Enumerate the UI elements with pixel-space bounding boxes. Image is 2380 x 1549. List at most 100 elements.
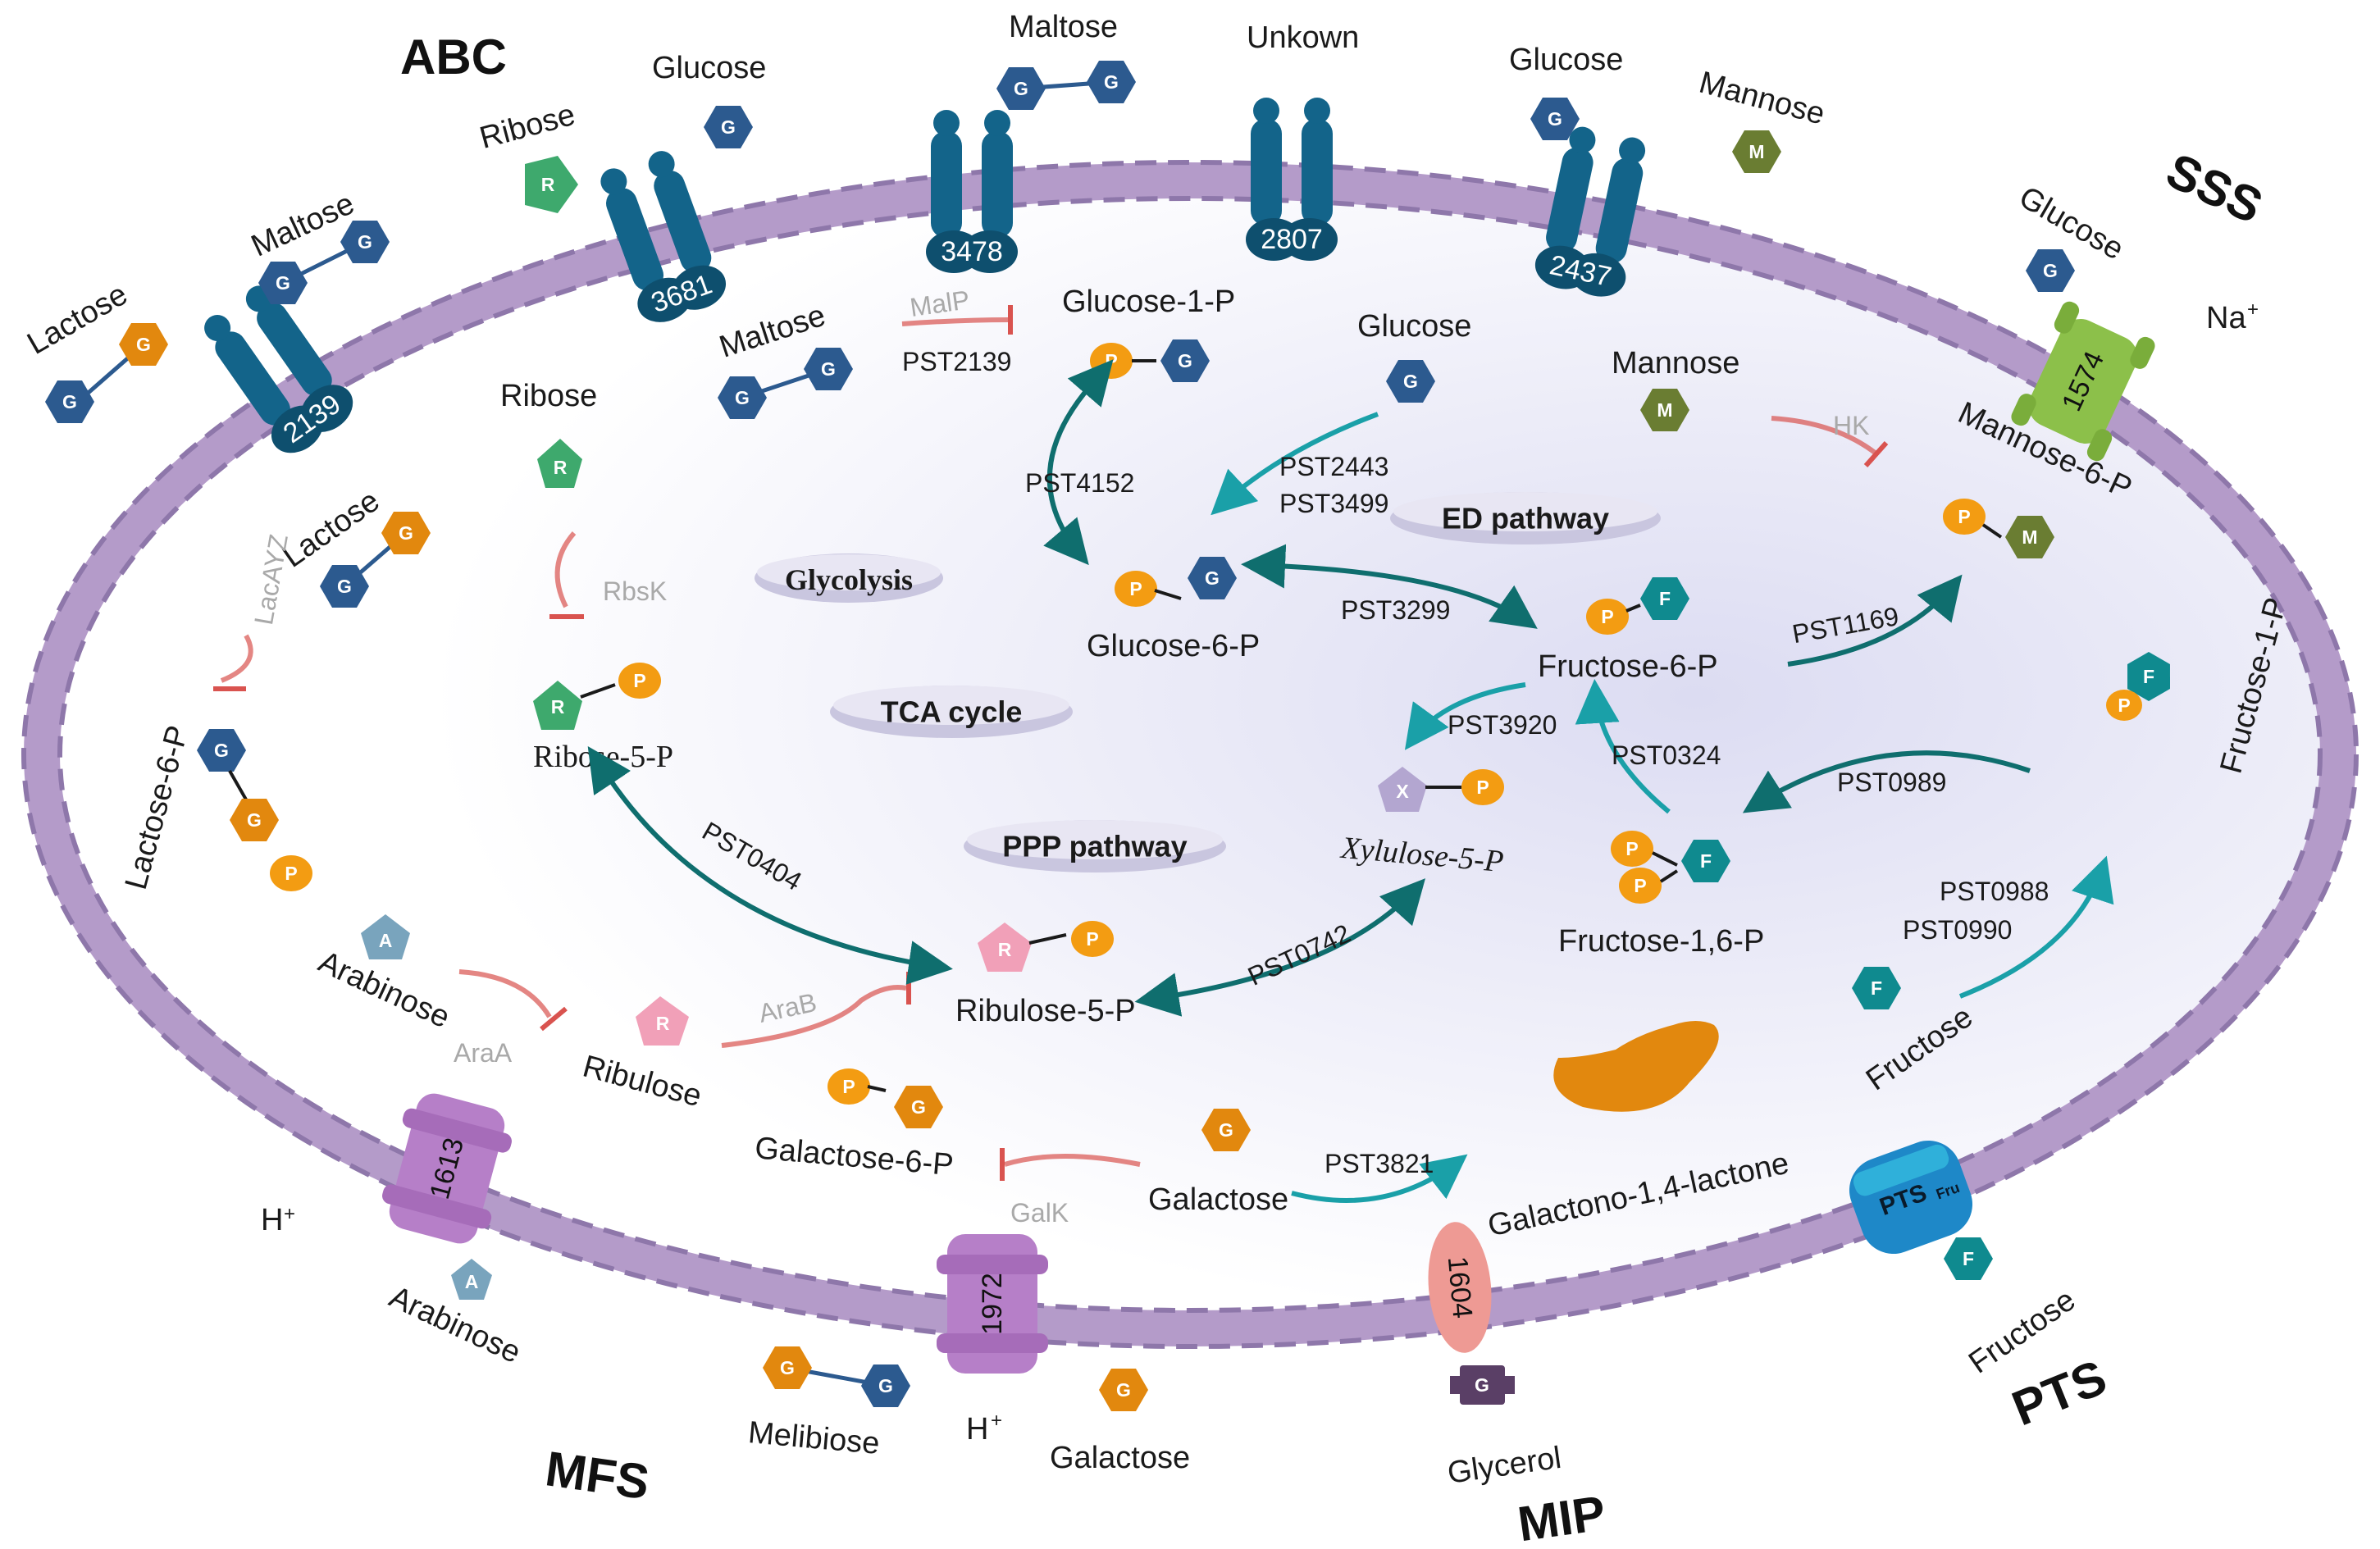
svg-text:G: G <box>247 809 262 831</box>
svg-text:G: G <box>721 116 736 138</box>
glucose-hexagon-icon <box>340 221 390 263</box>
glycerol-outside: G Glycerol <box>1445 1365 1563 1491</box>
glycolysis-pathway-label: Glycolysis <box>755 554 943 603</box>
glycerol-icon <box>1460 1365 1505 1405</box>
svg-text:Mannose: Mannose <box>1695 66 1828 132</box>
phosphate-icon <box>1115 571 1157 607</box>
pst3821-arrow <box>1291 1154 1468 1203</box>
pst3920-label: PST3920 <box>1448 710 1557 740</box>
fructose-outside: F Fructose <box>1944 1237 2081 1380</box>
svg-text:2807: 2807 <box>1261 224 1323 255</box>
svg-text:G: G <box>1219 1119 1233 1141</box>
svg-text:R: R <box>998 939 1012 960</box>
svg-text:P: P <box>842 1076 855 1097</box>
galactose-hexagon-icon <box>1201 1109 1251 1151</box>
svg-text:Glycolysis: Glycolysis <box>785 563 913 596</box>
glucose-hexagon-icon <box>197 729 246 772</box>
svg-text:P: P <box>1476 777 1489 798</box>
svg-text:Glycerol: Glycerol <box>1445 1441 1563 1491</box>
mfs-family-label: MFS <box>542 1441 653 1510</box>
galk-inhibition: GalK <box>1000 1148 1141 1228</box>
svg-text:G: G <box>878 1375 893 1396</box>
fructose-hexagon-icon <box>1944 1237 1993 1280</box>
mannose-hexagon-icon <box>1732 130 1781 173</box>
pst2443-arrow <box>1211 412 1379 516</box>
pst0990-label: PST0990 <box>1903 915 2012 945</box>
svg-text:1604: 1604 <box>1442 1255 1478 1320</box>
svg-text:P: P <box>1105 350 1117 371</box>
phosphate-icon <box>1586 599 1629 635</box>
xylulose-pentagon-icon <box>1378 767 1427 812</box>
glucose-hexagon-icon <box>804 348 853 390</box>
glucose-hexagon-icon <box>258 262 308 304</box>
svg-text:G: G <box>276 272 290 294</box>
svg-text:P: P <box>285 863 297 884</box>
svg-text:Ribose-5-P: Ribose-5-P <box>533 740 673 774</box>
melibiose-outside: G G Melibiose <box>747 1346 910 1461</box>
maltose-outside-top: Maltose G G <box>996 10 1136 110</box>
mip-family-label: MIP <box>1515 1485 1609 1549</box>
fructose-hexagon-icon <box>1681 840 1730 882</box>
svg-text:Glucose-1-P: Glucose-1-P <box>1062 285 1235 319</box>
phosphate-icon <box>618 663 661 699</box>
pst3299-arrow <box>1241 544 1538 629</box>
mfs-transporter-1613: 1613 <box>382 1093 512 1244</box>
svg-text:G: G <box>821 358 836 380</box>
ribulose-5-p: R P Ribulose-5-P <box>955 921 1136 1028</box>
svg-text:F: F <box>1871 977 1882 999</box>
mannose-hexagon-icon <box>2005 516 2054 558</box>
pst0989-label: PST0989 <box>1837 768 1946 797</box>
pst3821-label: PST3821 <box>1325 1149 1434 1178</box>
svg-text:G: G <box>358 231 372 253</box>
ppp-pathway-label: PPP pathway <box>964 820 1226 872</box>
svg-text:R: R <box>551 696 565 718</box>
glucose-hexagon-icon <box>996 67 1046 110</box>
svg-text:R: R <box>656 1013 670 1034</box>
galactose-inside: G Galactose <box>1148 1109 1288 1217</box>
pst3499-label: PST3499 <box>1279 489 1388 518</box>
svg-text:G: G <box>735 387 750 408</box>
galactose-hexagon-icon <box>381 512 431 554</box>
svg-text:G: G <box>62 391 77 412</box>
glucose-hexagon-icon <box>2026 249 2075 292</box>
glucose-hexagon-icon <box>1188 557 1237 599</box>
svg-text:M: M <box>2022 526 2037 548</box>
galactose-hexagon-icon <box>119 323 168 366</box>
abc-transporter-2807: 2807 <box>1246 98 1338 261</box>
svg-text:G: G <box>399 522 413 544</box>
phosphate-icon <box>1461 769 1504 805</box>
arabinose-pentagon-icon <box>361 914 410 959</box>
svg-text:PST2139: PST2139 <box>902 347 1011 376</box>
svg-text:ED pathway: ED pathway <box>1442 502 1609 535</box>
svg-text:F: F <box>2143 666 2154 687</box>
tca-cycle-label: TCA cycle <box>830 686 1073 738</box>
mannose-inside: Mannose M <box>1612 346 1739 431</box>
svg-text:F: F <box>1659 588 1671 609</box>
svg-text:Glucose: Glucose <box>1357 309 1471 344</box>
svg-text:P: P <box>1958 506 1970 527</box>
svg-text:PPP pathway: PPP pathway <box>1002 830 1187 863</box>
pst3299-label: PST3299 <box>1341 595 1450 625</box>
svg-text:3478: 3478 <box>941 236 1003 267</box>
phosphate-icon <box>270 855 312 891</box>
ed-pathway-label: ED pathway <box>1390 492 1661 544</box>
svg-text:R: R <box>541 174 555 195</box>
galactonolactone-blob-icon <box>1553 1021 1719 1112</box>
ribose-outside: Ribose R <box>476 98 579 213</box>
svg-text:Na: Na <box>2206 301 2246 335</box>
galactose-outside: G Galactose <box>1050 1369 1190 1475</box>
svg-text:X: X <box>1396 781 1409 802</box>
pst3920-arrow <box>1404 682 1526 750</box>
svg-text:Maltose: Maltose <box>1009 10 1118 44</box>
phosphate-icon <box>1611 831 1653 867</box>
svg-text:Galactose: Galactose <box>1148 1182 1288 1217</box>
svg-text:Glucose: Glucose <box>1509 43 1623 77</box>
glucose-hexagon-icon <box>320 565 369 608</box>
glucose-inside: Glucose G <box>1357 309 1471 403</box>
svg-text:G: G <box>1116 1379 1131 1401</box>
phosphate-icon <box>2106 690 2142 721</box>
svg-text:Ribulose-5-P: Ribulose-5-P <box>955 994 1136 1028</box>
mip-transporter-1604: 1604 <box>1428 1222 1492 1353</box>
